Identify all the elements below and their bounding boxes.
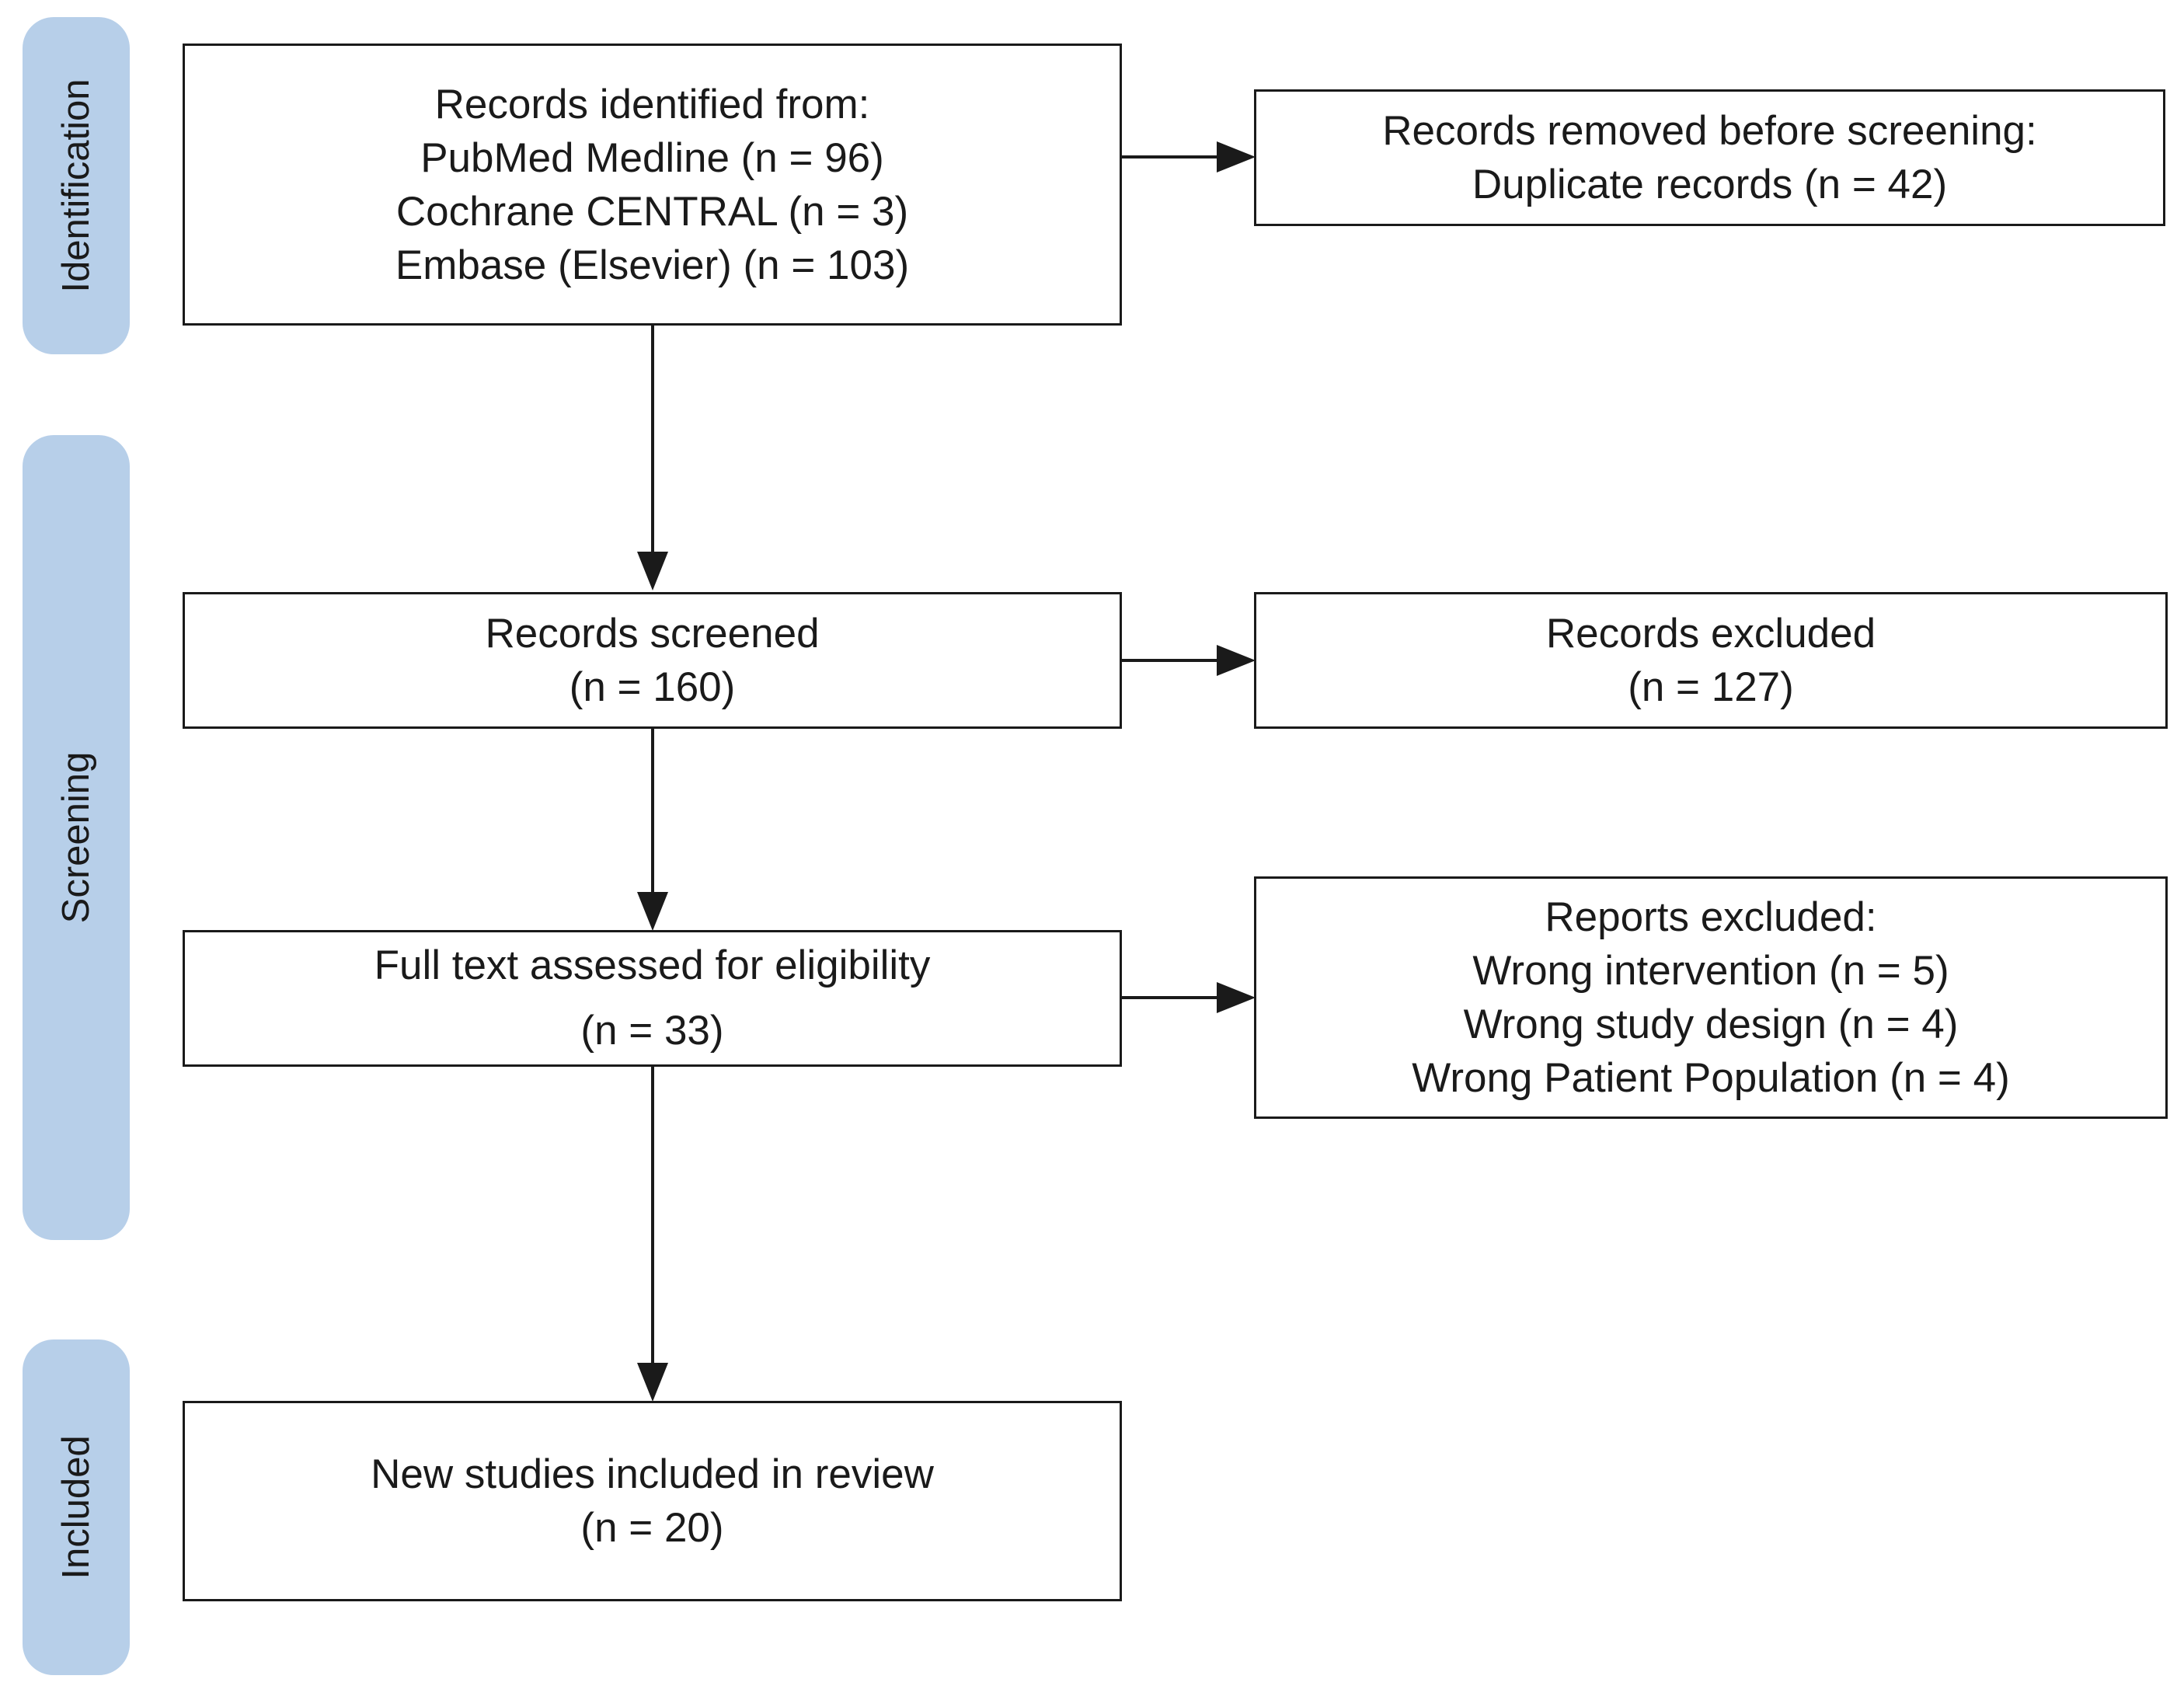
arrowhead-reports-excluded [1217,982,1256,1013]
reports-excluded-intervention: Wrong intervention (n = 5) [1472,948,1949,994]
full-text-assessed-heading: Full text assessed for eligibility [374,942,931,988]
records-removed-duplicates: Duplicate records (n = 42) [1472,162,1948,207]
phase-identification: Identification [23,17,130,354]
reports-excluded-box: Reports excluded: Wrong intervention (n … [1254,876,2168,1119]
phase-included: Included [23,1339,130,1675]
studies-included-box: New studies included in review (n = 20) [183,1401,1122,1601]
arrowhead-removed [1217,141,1256,172]
records-identified-heading: Records identified from: [434,81,870,127]
records-excluded-heading: Records excluded [1545,611,1876,657]
records-removed-box: Records removed before screening: Duplic… [1254,89,2165,226]
arrowhead-included [637,1363,668,1402]
studies-included-heading: New studies included in review [371,1451,934,1497]
records-excluded-box: Records excluded (n = 127) [1254,592,2168,729]
reports-excluded-heading: Reports excluded: [1545,894,1877,940]
arrowhead-fulltext [637,892,668,931]
records-screened-count: (n = 160) [569,664,736,710]
records-identified-pubmed: PubMed Medline (n = 96) [420,134,884,181]
full-text-assessed-box: Full text assessed for eligibility (n = … [183,930,1122,1067]
studies-included-count: (n = 20) [580,1505,724,1551]
arrowhead-screened [637,552,668,590]
phase-screening: Screening [23,435,130,1240]
reports-excluded-population: Wrong Patient Population (n = 4) [1412,1055,2010,1101]
reports-excluded-study-design: Wrong study design (n = 4) [1463,1002,1959,1047]
records-excluded-count: (n = 127) [1628,664,1794,710]
full-text-assessed-count: (n = 33) [580,1008,724,1054]
records-identified-box: Records identified from: PubMed Medline … [183,44,1122,326]
records-screened-heading: Records screened [485,611,820,657]
records-screened-box: Records screened (n = 160) [183,592,1122,729]
records-identified-cochrane: Cochrane CENTRAL (n = 3) [395,188,909,235]
arrowhead-excluded [1217,645,1256,676]
records-removed-heading: Records removed before screening: [1382,108,2037,154]
records-identified-embase: Embase (Elsevier) (n = 103) [395,242,910,288]
